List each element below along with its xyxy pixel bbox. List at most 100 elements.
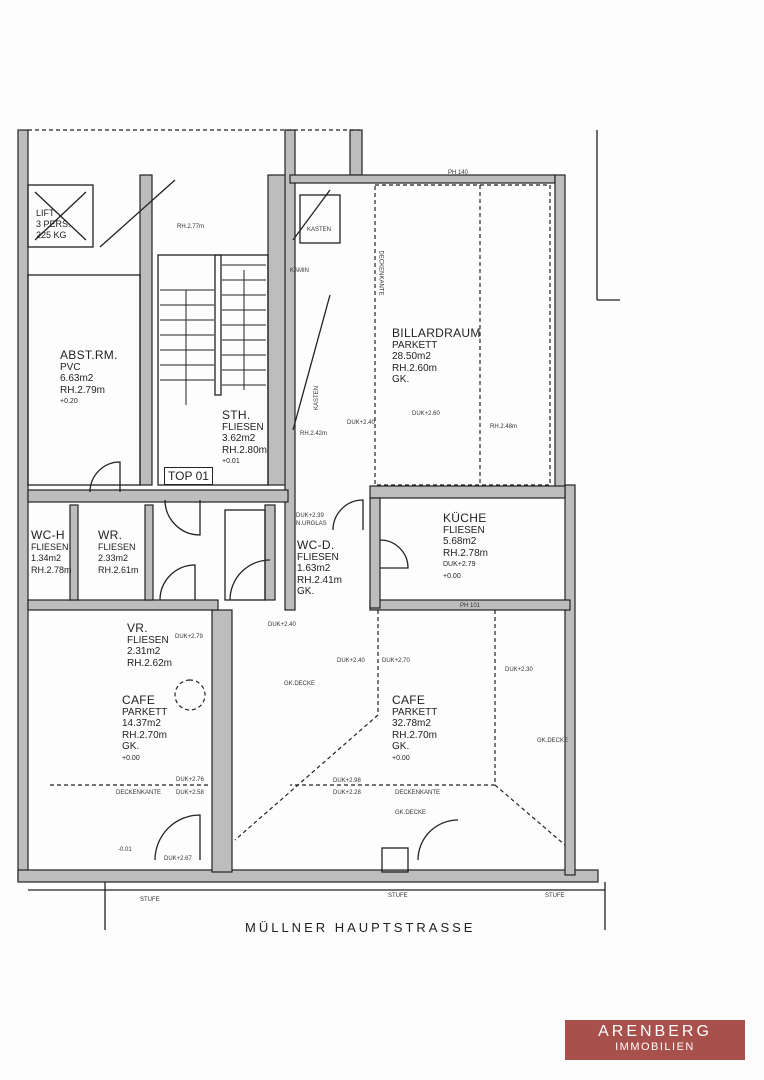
note: DUK+2.40: [347, 420, 375, 426]
lift-capacity-kg: 225 KG: [36, 230, 67, 240]
room-height: RH.2.78m: [31, 564, 72, 575]
room-floor: FLIESEN: [297, 551, 339, 563]
note: RH.2.48m: [490, 424, 518, 430]
room-wc-d: WC-D. FLIESEN 1.63m2 RH.2.41m GK.: [297, 538, 343, 598]
room-height: RH.2.78m: [443, 547, 489, 559]
note: GK.DECKE: [395, 810, 427, 816]
lift-label: LIFT 3 PERS. 225 KG: [36, 208, 71, 241]
room-level: +0.01: [222, 458, 240, 465]
room-floor: FLIESEN: [31, 541, 69, 552]
room-stiegenhaus: STH. FLIESEN 3.62m2 RH.2.80m +0.01: [222, 408, 268, 468]
room-height: RH.2.61m: [98, 564, 139, 575]
room-floor: FLIESEN: [127, 634, 169, 646]
note: DUK+2.67: [164, 856, 192, 862]
note: KASTEN: [307, 227, 332, 233]
room-height: RH.2.70m: [122, 729, 168, 741]
room-area: 14.37m2: [122, 718, 161, 729]
room-height: RH.2.62m: [127, 657, 173, 669]
note: DECKENKANTE: [395, 790, 441, 796]
note: DUK+2.98: [333, 778, 361, 784]
room-area: 32.78m2: [392, 718, 431, 729]
room-floor: FLIESEN: [443, 524, 485, 536]
room-name: ABST.RM.: [60, 348, 118, 362]
room-area: 2.31m2: [127, 646, 161, 657]
room-area: 2.33m2: [98, 553, 129, 563]
room-ceiling: GK.: [392, 374, 410, 385]
logo-line2: IMMOBILIEN: [615, 1041, 695, 1053]
note: DUK+2.40: [337, 658, 365, 664]
room-name: WC-D.: [297, 538, 335, 552]
note: DUK+2.30: [505, 667, 533, 673]
room-ceiling: GK.: [392, 741, 410, 752]
room-wr: WR. FLIESEN 2.33m2 RH.2.61m: [98, 528, 139, 576]
room-floor: FLIESEN: [98, 541, 136, 552]
note: PH 101: [460, 603, 481, 609]
note: DUK+2.79: [175, 634, 203, 640]
room-name: KÜCHE: [443, 511, 487, 525]
room-cafe-small: CAFE PARKETT 14.37m2 RH.2.70m GK. +0.00: [122, 693, 168, 764]
note: KAMIN: [290, 268, 310, 274]
note: GK.DECKE: [284, 681, 316, 687]
room-area: 6.63m2: [60, 373, 94, 384]
room-floor: PARKETT: [122, 706, 168, 718]
street-name: MÜLLNER HAUPTSTRASSE: [245, 920, 476, 935]
room-vorraum: VR. FLIESEN 2.31m2 RH.2.62m: [127, 621, 173, 669]
room-level: +0.00: [392, 754, 410, 762]
note: DUK+2.60: [412, 411, 440, 417]
arenberg-logo: ARENBERG IMMOBILIEN: [565, 1020, 745, 1060]
room-kueche: KÜCHE FLIESEN 5.68m2 RH.2.78m DUK+2.79 +…: [443, 511, 489, 582]
note: N.URGLAS: [296, 521, 327, 527]
room-height: RH.2.60m: [392, 362, 438, 374]
room-name: CAFE: [392, 693, 426, 707]
room-name: CAFE: [122, 693, 156, 707]
note: KASTEN: [314, 385, 321, 411]
room-floor: PARKETT: [392, 706, 438, 718]
room-name: STH.: [222, 408, 251, 422]
room-level: +0.20: [60, 398, 78, 405]
room-name: WR.: [98, 528, 123, 542]
room-abstellraum: ABST.RM. PVC 6.63m2 RH.2.79m +0.20: [60, 348, 118, 408]
room-name: BILLARDRAUM: [392, 326, 481, 340]
note: DUK+2.76: [176, 777, 204, 783]
lift-text: LIFT: [36, 208, 55, 218]
room-area: 1.63m2: [297, 563, 331, 574]
room-ceiling: GK.: [122, 741, 140, 752]
unit-label: TOP 01: [164, 467, 213, 485]
note: DECKENKANTE: [116, 790, 162, 796]
note: DUK+2.40: [268, 622, 296, 628]
room-floor: FLIESEN: [222, 421, 264, 433]
lift-capacity-persons: 3 PERS.: [36, 219, 71, 229]
note: RH.2.42m: [300, 431, 328, 437]
note: STUFE: [140, 897, 160, 903]
note: STUFE: [388, 893, 408, 899]
room-wc-h: WC-H FLIESEN 1.34m2 RH.2.78m: [31, 528, 72, 576]
room-name: WC-H: [31, 528, 65, 542]
room-level: +0.00: [122, 754, 140, 762]
room-height: RH.2.70m: [392, 729, 438, 741]
note: DUK+2.28: [333, 790, 361, 796]
room-height: RH.2.79m: [60, 384, 106, 396]
logo-line1: ARENBERG: [598, 1023, 712, 1040]
room-cafe-large: CAFE PARKETT 32.78m2 RH.2.70m GK. +0.00: [392, 693, 438, 764]
room-floor: PARKETT: [392, 339, 438, 351]
note: DUK+2.39: [296, 513, 324, 519]
note: STUFE: [545, 893, 565, 899]
note: DUK+2.58: [176, 790, 204, 796]
note: DECKENKANTE: [377, 250, 384, 296]
room-area: 3.62m2: [222, 433, 256, 444]
room-height: RH.2.41m: [297, 574, 343, 586]
room-area: 28.50m2: [392, 351, 431, 362]
room-duk: DUK+2.79: [443, 561, 476, 568]
room-name: VR.: [127, 621, 148, 635]
room-floor: PVC: [60, 361, 81, 373]
room-height: RH.2.80m: [222, 444, 268, 456]
room-area: 1.34m2: [31, 553, 62, 563]
room-billardraum: BILLARDRAUM PARKETT 28.50m2 RH.2.60m GK.: [392, 326, 481, 386]
room-area: 5.68m2: [443, 536, 477, 547]
note: DUK+2.70: [382, 658, 410, 664]
note: RH.2.77m: [177, 224, 205, 230]
room-ceiling: GK.: [297, 586, 315, 597]
room-level: +0.00: [443, 572, 461, 580]
